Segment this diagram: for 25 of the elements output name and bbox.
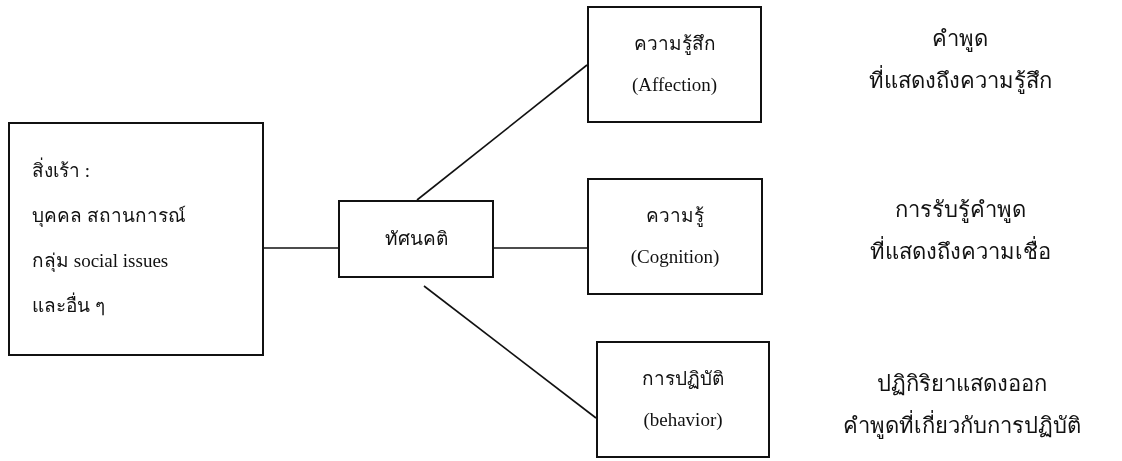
box-text: (behavior) (642, 408, 724, 432)
box-text: ทัศนคติ (383, 227, 449, 251)
box-text: บุคคล สถานการณ์ (32, 205, 187, 228)
description-text: ปฏิกิริยาแสดงออก (877, 370, 1047, 398)
description-text: ที่แสดงถึงความรู้สึก (868, 63, 1052, 98)
connector-line (416, 64, 588, 201)
box-text: การปฏิบัติ (641, 367, 725, 391)
description-text: คำพูดที่เกี่ยวกับการปฏิบัติ (843, 408, 1081, 443)
text-box (338, 200, 494, 278)
connector-line (493, 247, 588, 249)
description-text: ที่แสดงถึงความเชื่อ (869, 234, 1051, 269)
box-text: (Affection) (630, 73, 719, 97)
box-text: และอื่น ๆ (32, 294, 106, 318)
box-text: ความรู้สึก (632, 32, 717, 56)
box-text: ความรู้ (645, 204, 705, 228)
box-text: (Cognition) (629, 245, 721, 269)
connector-line (423, 285, 597, 419)
text-box (596, 341, 770, 458)
text-box (587, 6, 762, 123)
description-text: คำพูด (932, 25, 988, 54)
text-box (587, 178, 763, 295)
connector-line (263, 247, 339, 249)
box-text: กลุ่ม social issues (32, 250, 170, 273)
description-text: การรับรู้คำพูด (894, 196, 1026, 225)
text-box (8, 122, 264, 356)
